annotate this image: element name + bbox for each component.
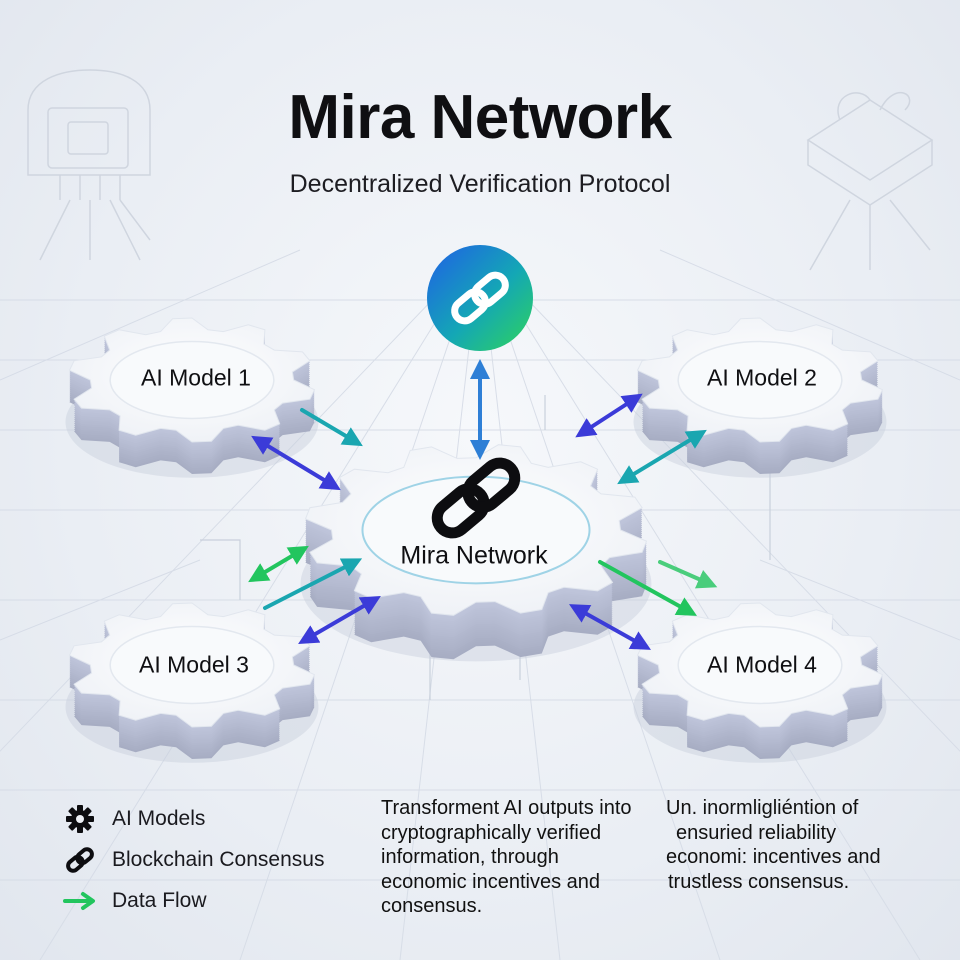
center-chain-icon <box>431 457 521 539</box>
description-left-line: cryptographically verified <box>381 821 602 844</box>
gear-model3 <box>65 602 319 763</box>
legend-item-models: AI Models <box>62 798 324 839</box>
connector-lines <box>200 395 771 700</box>
circuit-chip-left-icon <box>27 69 151 261</box>
page-subtitle: Decentralized Verification Protocol <box>289 170 671 198</box>
legend-item-consensus: Blockchain Consensus <box>62 839 324 880</box>
gear-ring <box>109 625 275 705</box>
gear-model1 <box>65 317 319 478</box>
node-label-model3: AI Model 3 <box>139 651 249 678</box>
description-right-line: Un. inormligliéntion of <box>666 797 859 819</box>
arrow-model4-violet <box>569 604 651 650</box>
arrow-model4-green-2 <box>658 560 718 589</box>
arrow-right-icon <box>62 883 98 919</box>
description-left-line: economic incentives and <box>381 870 601 893</box>
node-label-model4: AI Model 4 <box>707 651 817 678</box>
gear-ring <box>109 340 275 420</box>
arrow-model4-green <box>598 560 697 616</box>
gear-ring <box>677 625 843 705</box>
gear-ring <box>677 340 843 420</box>
gear-group <box>65 317 887 763</box>
description-left: Transforment AI outputs into cryptograph… <box>381 796 681 919</box>
arrow-model1-out <box>251 435 341 491</box>
description-left-line: Transforment AI outputs into <box>381 797 632 819</box>
legend-label-models: AI Models <box>112 806 206 830</box>
description-left-line: consensus. <box>381 895 483 917</box>
gear-icon <box>62 801 98 837</box>
legend: AI Models Blockchain Consensus Data Flow <box>62 798 324 921</box>
blockchain-badge <box>427 245 533 351</box>
gear-model2 <box>633 317 887 478</box>
arrow-model3-green <box>248 545 309 583</box>
node-label-center: Mira Network <box>400 541 548 570</box>
gear-center <box>300 444 652 662</box>
gear-model4 <box>633 602 887 763</box>
arrow-model3-violet <box>298 595 381 645</box>
description-right-line: ensuried reliability <box>676 821 837 844</box>
arrow-model2-out <box>617 429 707 485</box>
description-left-line: information, through <box>381 846 559 868</box>
legend-label-flow: Data Flow <box>112 888 207 912</box>
description-right-line: economi: incentives and <box>666 846 881 868</box>
chain-link-icon <box>451 271 509 325</box>
legend-label-consensus: Blockchain Consensus <box>112 847 325 871</box>
arrow-model1-in <box>300 408 363 447</box>
description-right-line: trustless consensus. <box>668 870 850 893</box>
description-right: Un. inormligliéntion of ensuried reliab… <box>666 796 926 894</box>
circuit-chip-right-icon <box>806 91 934 271</box>
page-title: Mira Network <box>288 83 672 152</box>
node-label-model2: AI Model 2 <box>707 364 817 391</box>
legend-item-flow: Data Flow <box>62 880 324 921</box>
node-label-model1: AI Model 1 <box>141 364 251 391</box>
data-flow-arrows <box>248 359 718 650</box>
chain-link-icon <box>62 842 98 878</box>
arrow-model3-teal <box>263 558 363 610</box>
arrow-model2-in <box>575 393 643 438</box>
